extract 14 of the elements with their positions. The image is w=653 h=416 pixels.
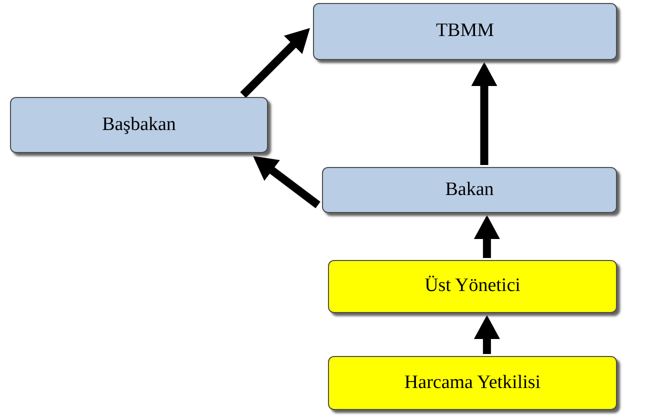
process-box [322, 167, 617, 213]
process-box [328, 260, 617, 313]
arrow [474, 215, 500, 258]
box-label: Bakan [445, 178, 494, 202]
box-label: TBMM [436, 19, 494, 44]
box-label: Harcama Yetkilisi [404, 370, 541, 395]
arrow [240, 28, 310, 98]
arrow [474, 315, 500, 354]
box-label: Üst Yönetici [424, 274, 520, 298]
process-box [313, 3, 617, 60]
box-label: Başbakan [102, 112, 176, 137]
process-box [10, 97, 268, 153]
process-box [328, 356, 617, 410]
arrow [471, 62, 498, 165]
